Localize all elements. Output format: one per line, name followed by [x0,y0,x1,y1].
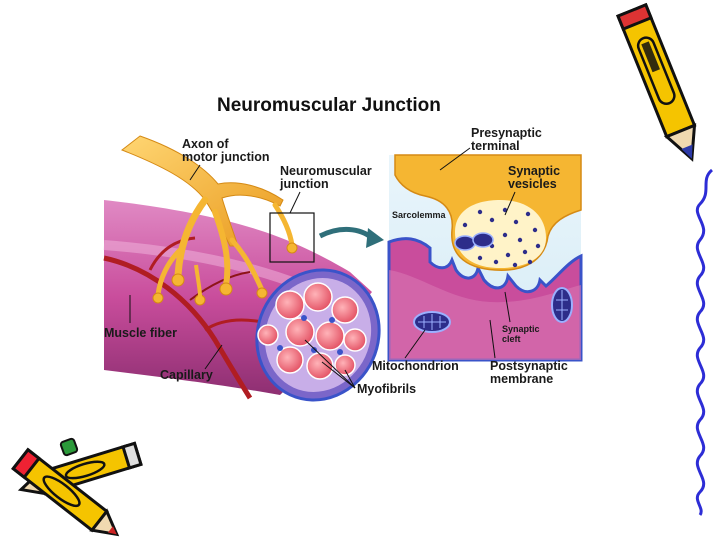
myofibril-bundle [275,290,305,320]
muscle-fiber-illustration [103,135,381,402]
pencils-clipart-icon [11,437,143,537]
label-myofibrils: Myofibrils [357,382,416,396]
label-muscle-fiber: Muscle fiber [104,326,177,340]
label-vesicles-line2: vesicles [508,177,557,191]
label-presynaptic-line1: Presynaptic [471,126,542,140]
label-nmj-line2: junction [279,177,329,191]
label-capillary: Capillary [160,368,213,382]
presynaptic-mitochondrion [454,235,476,251]
synapse-inset [387,154,583,362]
junction-zoom-box [269,212,315,263]
diagram-title: Neuromuscular Junction [217,95,441,116]
label-axon-line2: motor junction [182,150,270,164]
label-cleft-line2: cleft [502,334,521,344]
squiggle-border-icon [695,168,714,516]
diagram-labels: Axon of motor junction Neuromuscular jun… [104,126,568,396]
label-presynaptic-line2: terminal [471,139,520,153]
label-nmj-line1: Neuromuscular [280,164,372,178]
pencil-clipart-icon [616,2,697,162]
capillary-vessel [103,255,253,400]
label-postsynaptic-line2: membrane [490,372,553,386]
label-mitochondrion: Mitochondrion [372,359,459,373]
zoom-arrow-icon [318,227,374,241]
label-cleft-line1: Synaptic [502,324,540,334]
label-axon-line1: Axon of [182,137,229,151]
label-postsynaptic-line1: Postsynaptic [490,359,568,373]
label-vesicles-line1: Synaptic [508,164,560,178]
label-sarcolemma: Sarcolemma [392,210,447,220]
